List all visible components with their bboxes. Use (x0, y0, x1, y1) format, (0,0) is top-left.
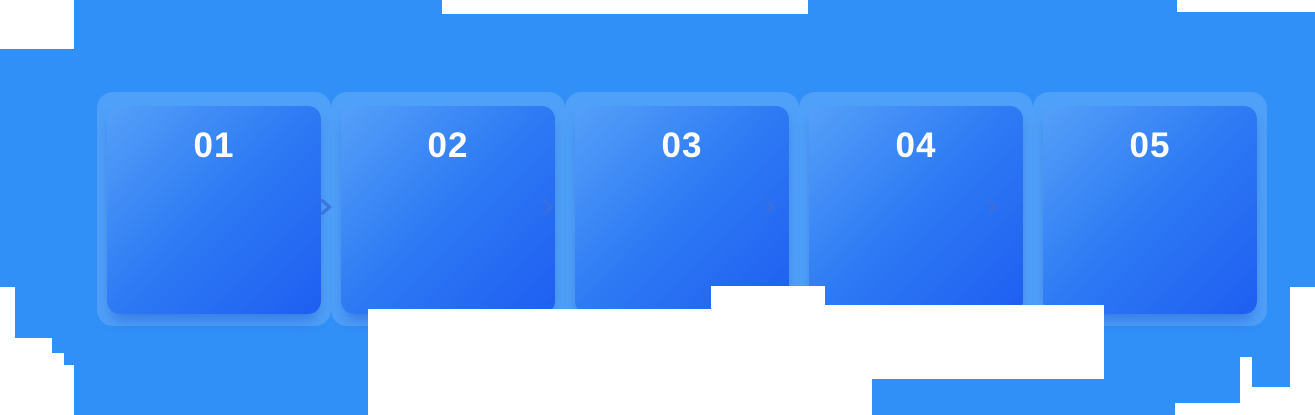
step-card-frame-03: 03 (565, 92, 799, 326)
white-cutout-bottom-right-strip (1175, 403, 1252, 415)
white-cutout-right-sliver (1240, 357, 1252, 415)
white-cutout-bottom-right-block (824, 305, 1104, 379)
step-number-label: 05 (1129, 126, 1171, 165)
step-card-frame-04: 04 (799, 92, 1033, 326)
step-card-03: 03 (575, 106, 789, 314)
steps-row: 01 02 03 04 05 (97, 92, 1267, 326)
white-cutout-bottom-small (824, 379, 872, 415)
step-card-05: 05 (1043, 106, 1257, 314)
step-card-02: 02 (341, 106, 555, 314)
white-cutout-top-left (0, 0, 74, 49)
white-cutout-right-corner (1252, 387, 1315, 415)
step-number-label: 03 (661, 126, 703, 165)
chevron-right-icon (313, 195, 337, 219)
white-cutout-top-right (1177, 0, 1315, 12)
white-cutout-bottom-center (368, 309, 711, 415)
step-number-label: 01 (193, 126, 235, 165)
white-cutout-bottom-wedge (711, 286, 825, 415)
chevron-right-icon (757, 195, 781, 219)
chevron-right-icon (979, 195, 1003, 219)
step-card-frame-05: 05 (1033, 92, 1267, 326)
step-number-label: 02 (427, 126, 469, 165)
white-cutout-left-step-4 (0, 365, 74, 415)
step-card-frame-02: 02 (331, 92, 565, 326)
step-card-frame-01: 01 (97, 92, 331, 326)
step-card-04: 04 (809, 106, 1023, 314)
white-cutout-top-notch (442, 0, 808, 14)
chevron-right-icon (535, 195, 559, 219)
step-number-label: 04 (895, 126, 937, 165)
step-card-01: 01 (107, 106, 321, 314)
